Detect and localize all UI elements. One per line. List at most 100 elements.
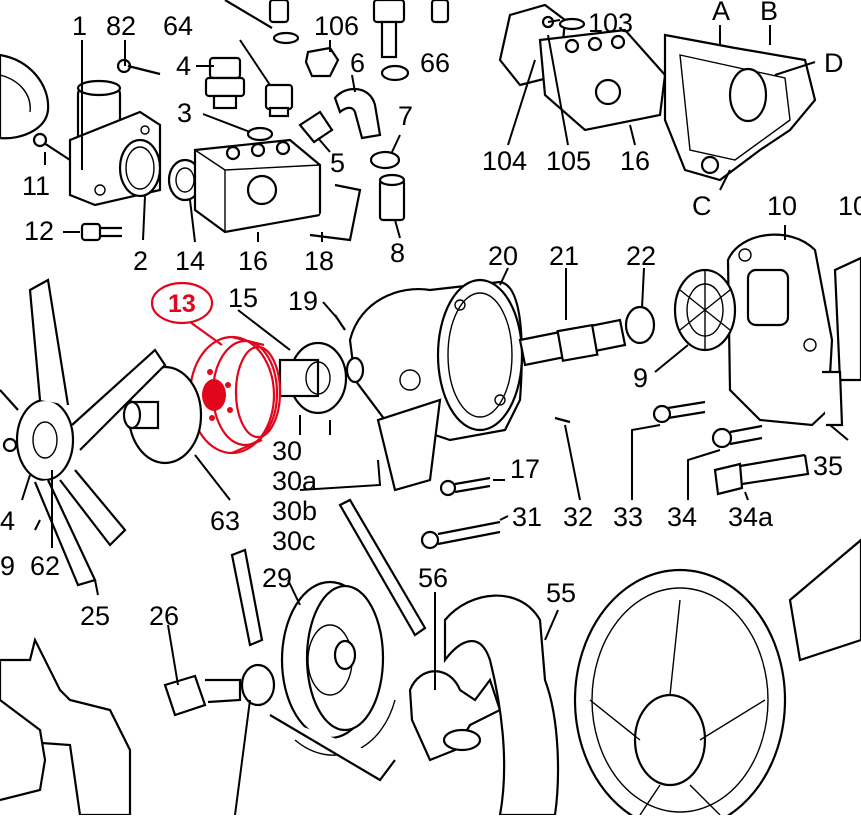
part-18-pipe bbox=[309, 183, 362, 242]
label-33: 33 bbox=[613, 502, 643, 532]
label-30: 30 bbox=[272, 436, 302, 466]
label-35: 35 bbox=[813, 451, 843, 481]
label-55: 55 bbox=[546, 578, 576, 608]
part-11-screw bbox=[32, 132, 71, 161]
part-29-crankshaft-pulley bbox=[269, 580, 396, 782]
label-9: 9 bbox=[633, 363, 648, 393]
label-30a: 30a bbox=[272, 466, 318, 496]
label-34: 34 bbox=[667, 502, 697, 532]
part-4-fitting bbox=[204, 56, 246, 110]
label-C: C bbox=[692, 191, 712, 221]
label-105: 105 bbox=[546, 146, 591, 176]
part-large-fan-wheel bbox=[573, 538, 861, 820]
part-5-hose bbox=[298, 110, 334, 144]
part-6-elbow bbox=[333, 88, 382, 140]
part-32-pin bbox=[554, 416, 571, 424]
label-10: 10 bbox=[767, 191, 797, 221]
label-7: 7 bbox=[398, 101, 413, 131]
part-3-washer bbox=[246, 126, 274, 142]
label-104: 104 bbox=[482, 146, 527, 176]
label-5: 5 bbox=[330, 148, 345, 178]
part-16-upper-housing bbox=[498, 3, 667, 132]
label-64: 64 bbox=[163, 11, 193, 41]
part-35-gasket bbox=[822, 370, 844, 427]
part-34-screw bbox=[711, 424, 763, 449]
label-18: 18 bbox=[304, 246, 334, 276]
part-hub-spacer bbox=[345, 356, 365, 384]
label-9-left: 9 bbox=[0, 551, 15, 581]
part-26-washer bbox=[240, 663, 276, 707]
part-7-clamp bbox=[369, 150, 401, 170]
part-22-seal bbox=[624, 305, 656, 345]
part-63-fan-hub bbox=[122, 365, 203, 465]
part-31-screw bbox=[420, 520, 501, 550]
part-16-housing-block bbox=[193, 138, 322, 234]
part-15-hub bbox=[278, 341, 348, 415]
part-belt-strip-2 bbox=[230, 548, 264, 647]
highlight-oval bbox=[150, 281, 214, 325]
label-6: 6 bbox=[350, 48, 365, 78]
label-D: D bbox=[824, 48, 844, 78]
label-15: 15 bbox=[228, 283, 258, 313]
part-8-fitting bbox=[378, 173, 406, 222]
part-56-hose bbox=[408, 670, 502, 762]
part-bracket bbox=[0, 636, 132, 817]
part-10-second-plate bbox=[833, 256, 861, 382]
label-103: 103 bbox=[588, 8, 633, 38]
label-4-left: 4 bbox=[0, 506, 15, 536]
label-32: 32 bbox=[563, 502, 593, 532]
part-21-shaft bbox=[518, 318, 627, 367]
label-1: 1 bbox=[72, 11, 87, 41]
label-11: 11 bbox=[22, 171, 50, 201]
label-63: 63 bbox=[210, 506, 240, 536]
part-64-plug bbox=[264, 83, 294, 118]
highlight-leader bbox=[189, 321, 223, 346]
label-56: 56 bbox=[418, 563, 448, 593]
label-26: 26 bbox=[149, 601, 179, 631]
label-14: 14 bbox=[175, 246, 205, 276]
label-13-highlighted: 13 bbox=[168, 290, 196, 318]
part-abcd-housing bbox=[663, 33, 817, 182]
label-16-top: 16 bbox=[620, 146, 650, 176]
label-34a: 34a bbox=[728, 502, 774, 532]
part-34a-bolt bbox=[713, 453, 810, 496]
label-106: 106 bbox=[314, 11, 359, 41]
part-20-water-pump-body bbox=[348, 278, 524, 492]
label-12: 12 bbox=[24, 216, 54, 246]
label-10-second: 10 bbox=[838, 191, 861, 221]
label-8: 8 bbox=[390, 238, 405, 268]
part-33-screw bbox=[652, 400, 706, 424]
part-17-screw bbox=[439, 476, 491, 497]
part-10-cover-plate bbox=[726, 233, 834, 427]
label-3: 3 bbox=[177, 98, 192, 128]
label-30c: 30c bbox=[272, 526, 316, 556]
part-labels: 1 82 64 106 103 A B D 4 6 66 3 7 5 11 10… bbox=[0, 0, 861, 631]
label-82: 82 bbox=[106, 11, 136, 41]
label-16: 16 bbox=[238, 246, 268, 276]
label-31: 31 bbox=[512, 502, 542, 532]
part-106-cap bbox=[304, 46, 340, 78]
part-25-fan bbox=[0, 278, 167, 587]
label-21: 21 bbox=[549, 241, 579, 271]
label-20: 20 bbox=[488, 241, 518, 271]
label-22: 22 bbox=[626, 241, 656, 271]
label-19: 19 bbox=[288, 286, 318, 316]
label-4-top: 4 bbox=[176, 51, 191, 81]
leader-lines bbox=[21, 19, 849, 816]
part-26-bolt bbox=[163, 674, 242, 717]
part-belt-strip bbox=[338, 498, 427, 637]
part-66-washer bbox=[380, 64, 410, 82]
label-62: 62 bbox=[30, 551, 60, 581]
label-30b: 30b bbox=[272, 496, 317, 526]
part-bracket-2 bbox=[0, 699, 47, 802]
part-12-plug bbox=[80, 222, 122, 242]
label-B: B bbox=[760, 0, 778, 26]
label-17: 17 bbox=[510, 454, 540, 484]
label-A: A bbox=[712, 0, 730, 26]
label-29: 29 bbox=[262, 563, 292, 593]
label-2: 2 bbox=[133, 246, 148, 276]
label-66: 66 bbox=[420, 48, 450, 78]
engine-block-fragment bbox=[0, 53, 50, 140]
